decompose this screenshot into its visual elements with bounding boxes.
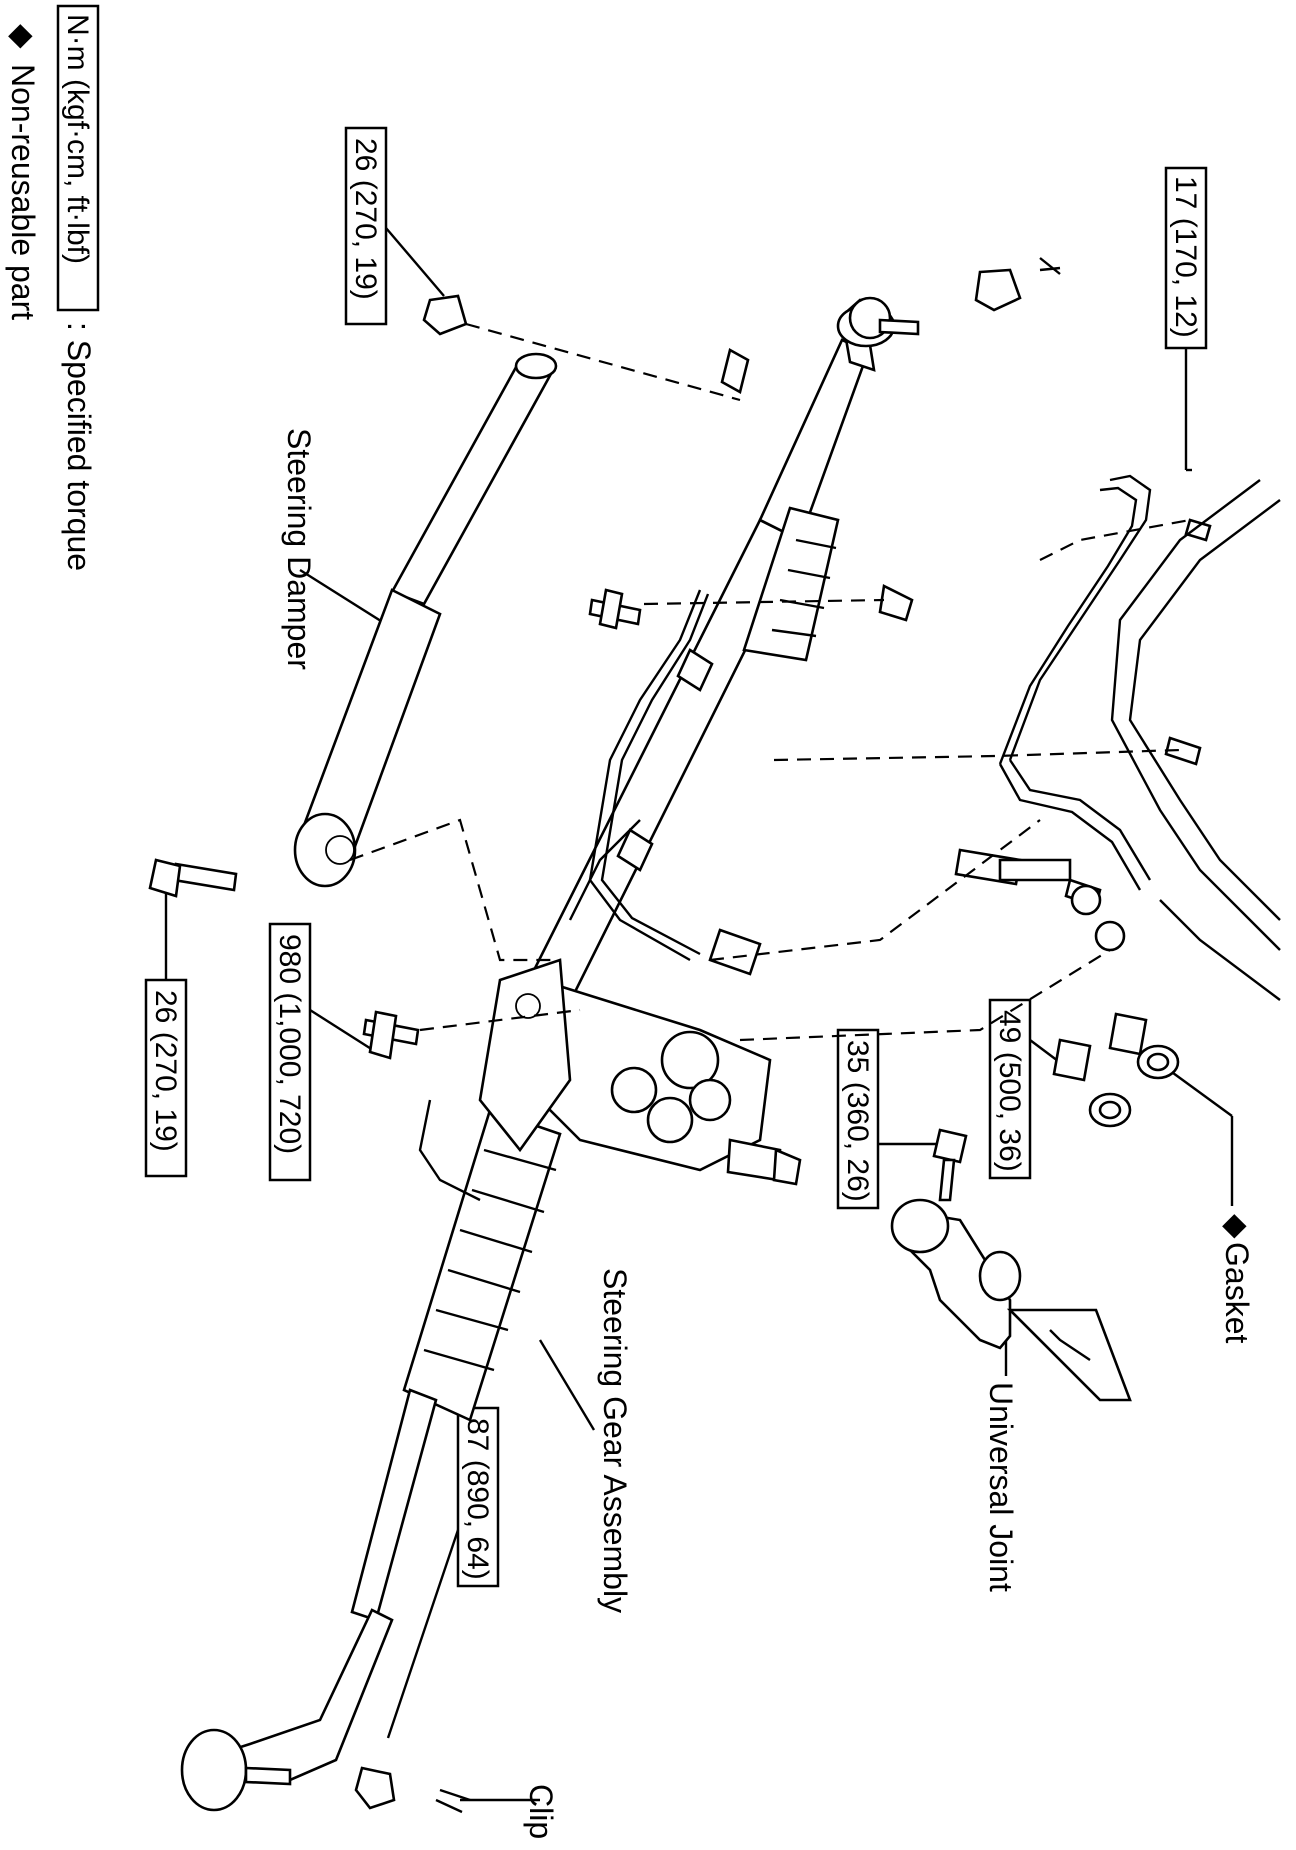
vehicle-frame [1110,479,1281,1001]
legend-nonreusable-symbol: ◆ [5,24,41,49]
torque-26-bottom-label: 26 (270, 19) [149,990,182,1152]
torque-87-label: 87 (890, 64) [461,1418,494,1580]
valve-housing [518,978,802,1186]
lower-nut [354,1766,396,1810]
callout-26-top: 26 (270, 19) [344,126,445,326]
torque-35-label: 35 (360, 26) [841,1040,874,1202]
legend-torque-unit: N·m (kgf·cm, ft·lbf) [61,14,94,264]
gasket-label: Gasket [1219,1242,1255,1343]
lower-tie-rod-end [180,1388,438,1812]
callout-87: 87 (890, 64) [386,1406,500,1739]
pressure-lines [954,474,1152,952]
legend-torque-meaning: : Specified torque [61,322,97,571]
top-nut-26 [422,294,468,336]
torque-17-label: 17 (170, 12) [1169,176,1202,338]
callout-49: 49 (500, 36) [988,998,1071,1180]
hydraulic-lines [418,589,710,1202]
label-steering-damper: Steering Damper [281,428,393,670]
steering-gear-assembly-label: Steering Gear Assembly [597,1268,633,1613]
clip-label: Clip [523,1784,559,1839]
gasket-washers [1088,1044,1180,1128]
lower-boot [402,1108,562,1422]
gear-housing-bracket [478,958,572,1153]
torque-980-label: 980 (1,000, 720) [273,934,306,1154]
clip [435,1788,471,1814]
damper-bolt [148,858,238,898]
legend: N·m (kgf·cm, ft·lbf) : Specified torque … [5,4,100,571]
torque-49-label: 49 (500, 36) [993,1010,1026,1172]
label-steering-gear-assembly: Steering Gear Assembly [538,1268,633,1613]
callout-17: 17 (170, 12) [1164,166,1208,472]
legend-torque-box [56,4,100,312]
callout-26-bottom: 26 (270, 19) [144,892,188,1178]
callout-35: 35 (360, 26) [836,1028,940,1210]
gasket-nonreusable-marker: ◆ [1219,1214,1255,1239]
steering-damper-label: Steering Damper [281,428,317,670]
label-gasket: Gasket ◆ [1157,1061,1255,1343]
callout-980: 980 (1,000, 720) [268,922,377,1182]
line-fittings [616,648,762,976]
torque-26-top-label: 26 (270, 19) [349,138,382,300]
union-bolts [932,1012,1148,1202]
upper-tie-rod-end [836,296,920,372]
legend-nonreusable-meaning: Non-reusable part [5,64,41,320]
assembly-leader-lines [349,322,1191,1042]
label-clip: Clip [460,1784,559,1839]
universal-joint [890,1198,1132,1402]
upper-nut [974,257,1061,312]
steering-damper [293,352,558,888]
universal-joint-label: Universal Joint [983,1382,1019,1592]
